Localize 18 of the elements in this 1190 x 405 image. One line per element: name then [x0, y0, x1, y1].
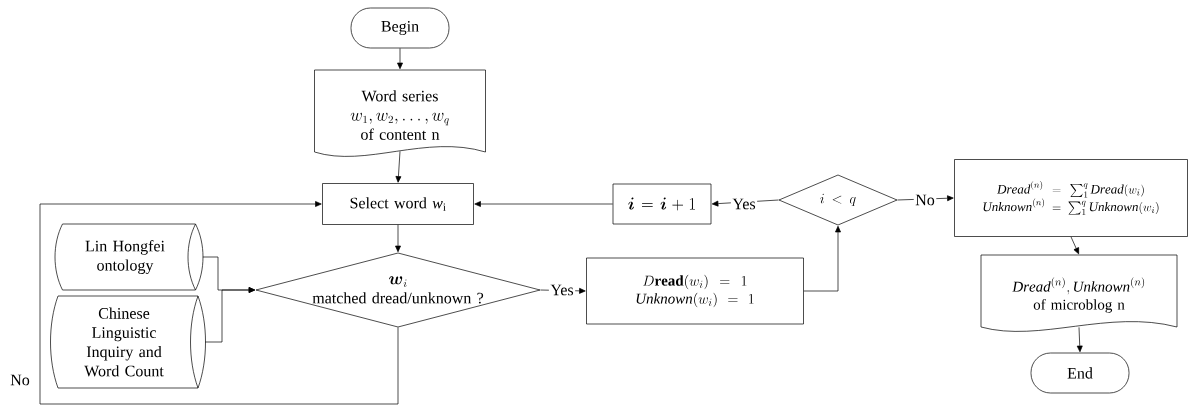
- arrow: [39, 201, 399, 405]
- edge-label: Yes: [730, 197, 758, 211]
- process-box: $\mathit{Dread}^{(n)} = \sum_1^q \mathit{Dread}(w_i)$ $\mathit{Unknown}^{(n)} = \sum_1^q \mathit{Unknown}(w_i)$: [954, 159, 1188, 237]
- arrow: [803, 225, 841, 292]
- arrow: [205, 287, 256, 343]
- arrow: [474, 201, 613, 207]
- arrow: [397, 48, 403, 70]
- process-box: $\boldsymbol{i}=\boldsymbol{i}+1$: [612, 183, 712, 225]
- arrow: [897, 195, 954, 202]
- arrow: [1070, 236, 1079, 255]
- edge-label: No: [8, 373, 32, 387]
- process-box: Select word w$_{i}$: [322, 183, 474, 225]
- arrow: [1076, 327, 1083, 353]
- arrow: [395, 224, 401, 253]
- edge-label: Yes: [548, 283, 576, 297]
- process-box: $D\mathbf{read}(w_i) = 1$ $\mathit{Unknown}(w_i) = 1$: [586, 257, 804, 325]
- arrow: [395, 151, 402, 183]
- edge-label: No: [913, 193, 937, 207]
